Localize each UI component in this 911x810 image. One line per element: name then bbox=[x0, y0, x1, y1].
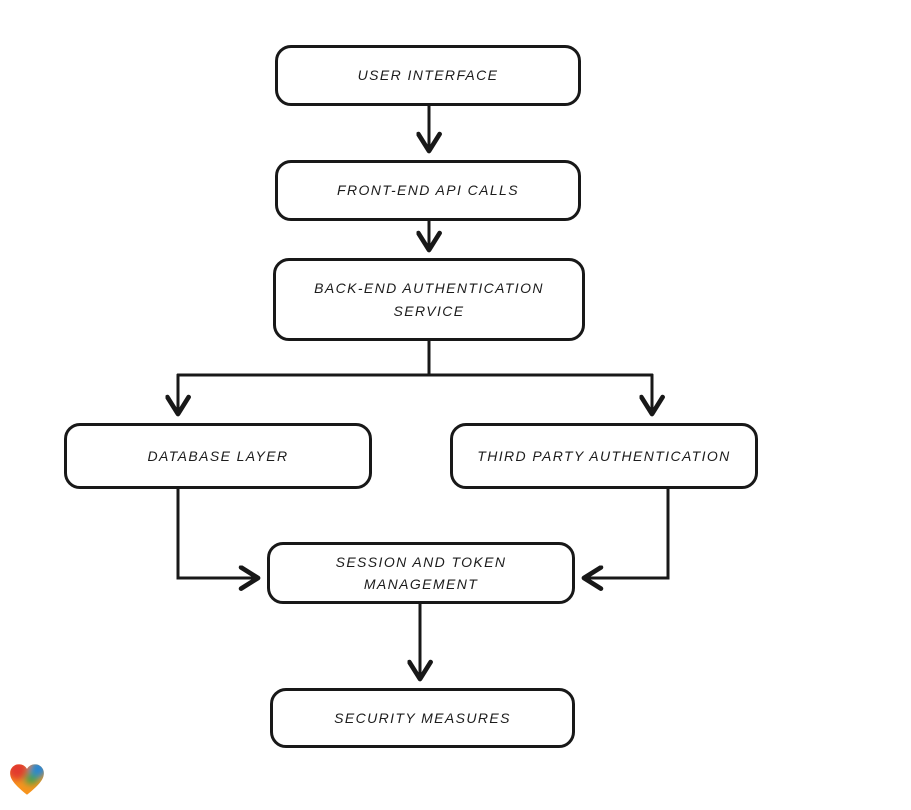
node-security-measures-label: SECURITY MEASURES bbox=[334, 709, 511, 726]
edge-backend-branch bbox=[176, 339, 654, 377]
node-database-layer-label: DATABASE LAYER bbox=[147, 447, 289, 464]
node-front-end-api-calls-label: FRONT-END API CALLS bbox=[337, 182, 519, 199]
node-user-interface: USER INTERFACE bbox=[275, 45, 581, 106]
node-third-party-authentication-label: THIRD PARTY AUTHENTICATION bbox=[477, 447, 731, 464]
heart-logo bbox=[8, 761, 46, 798]
node-session-and-token-management: SESSION AND TOKEN MANAGEMENT bbox=[267, 542, 575, 604]
edge-thirdparty-to-session bbox=[585, 487, 670, 578]
heart-logo-icon bbox=[10, 764, 44, 795]
node-third-party-authentication: THIRD PARTY AUTHENTICATION bbox=[450, 423, 758, 489]
node-database-layer: DATABASE LAYER bbox=[64, 423, 372, 489]
node-back-end-authentication-service: BACK-END AUTHENTICATION SERVICE bbox=[273, 258, 585, 341]
node-security-measures: SECURITY MEASURES bbox=[270, 688, 575, 748]
edge-database-to-session bbox=[176, 487, 257, 578]
node-back-end-authentication-service-label: BACK-END AUTHENTICATION SERVICE bbox=[314, 280, 544, 319]
node-front-end-api-calls: FRONT-END API CALLS bbox=[275, 160, 581, 221]
node-session-and-token-management-label: SESSION AND TOKEN MANAGEMENT bbox=[335, 553, 507, 592]
node-user-interface-label: USER INTERFACE bbox=[357, 67, 499, 84]
